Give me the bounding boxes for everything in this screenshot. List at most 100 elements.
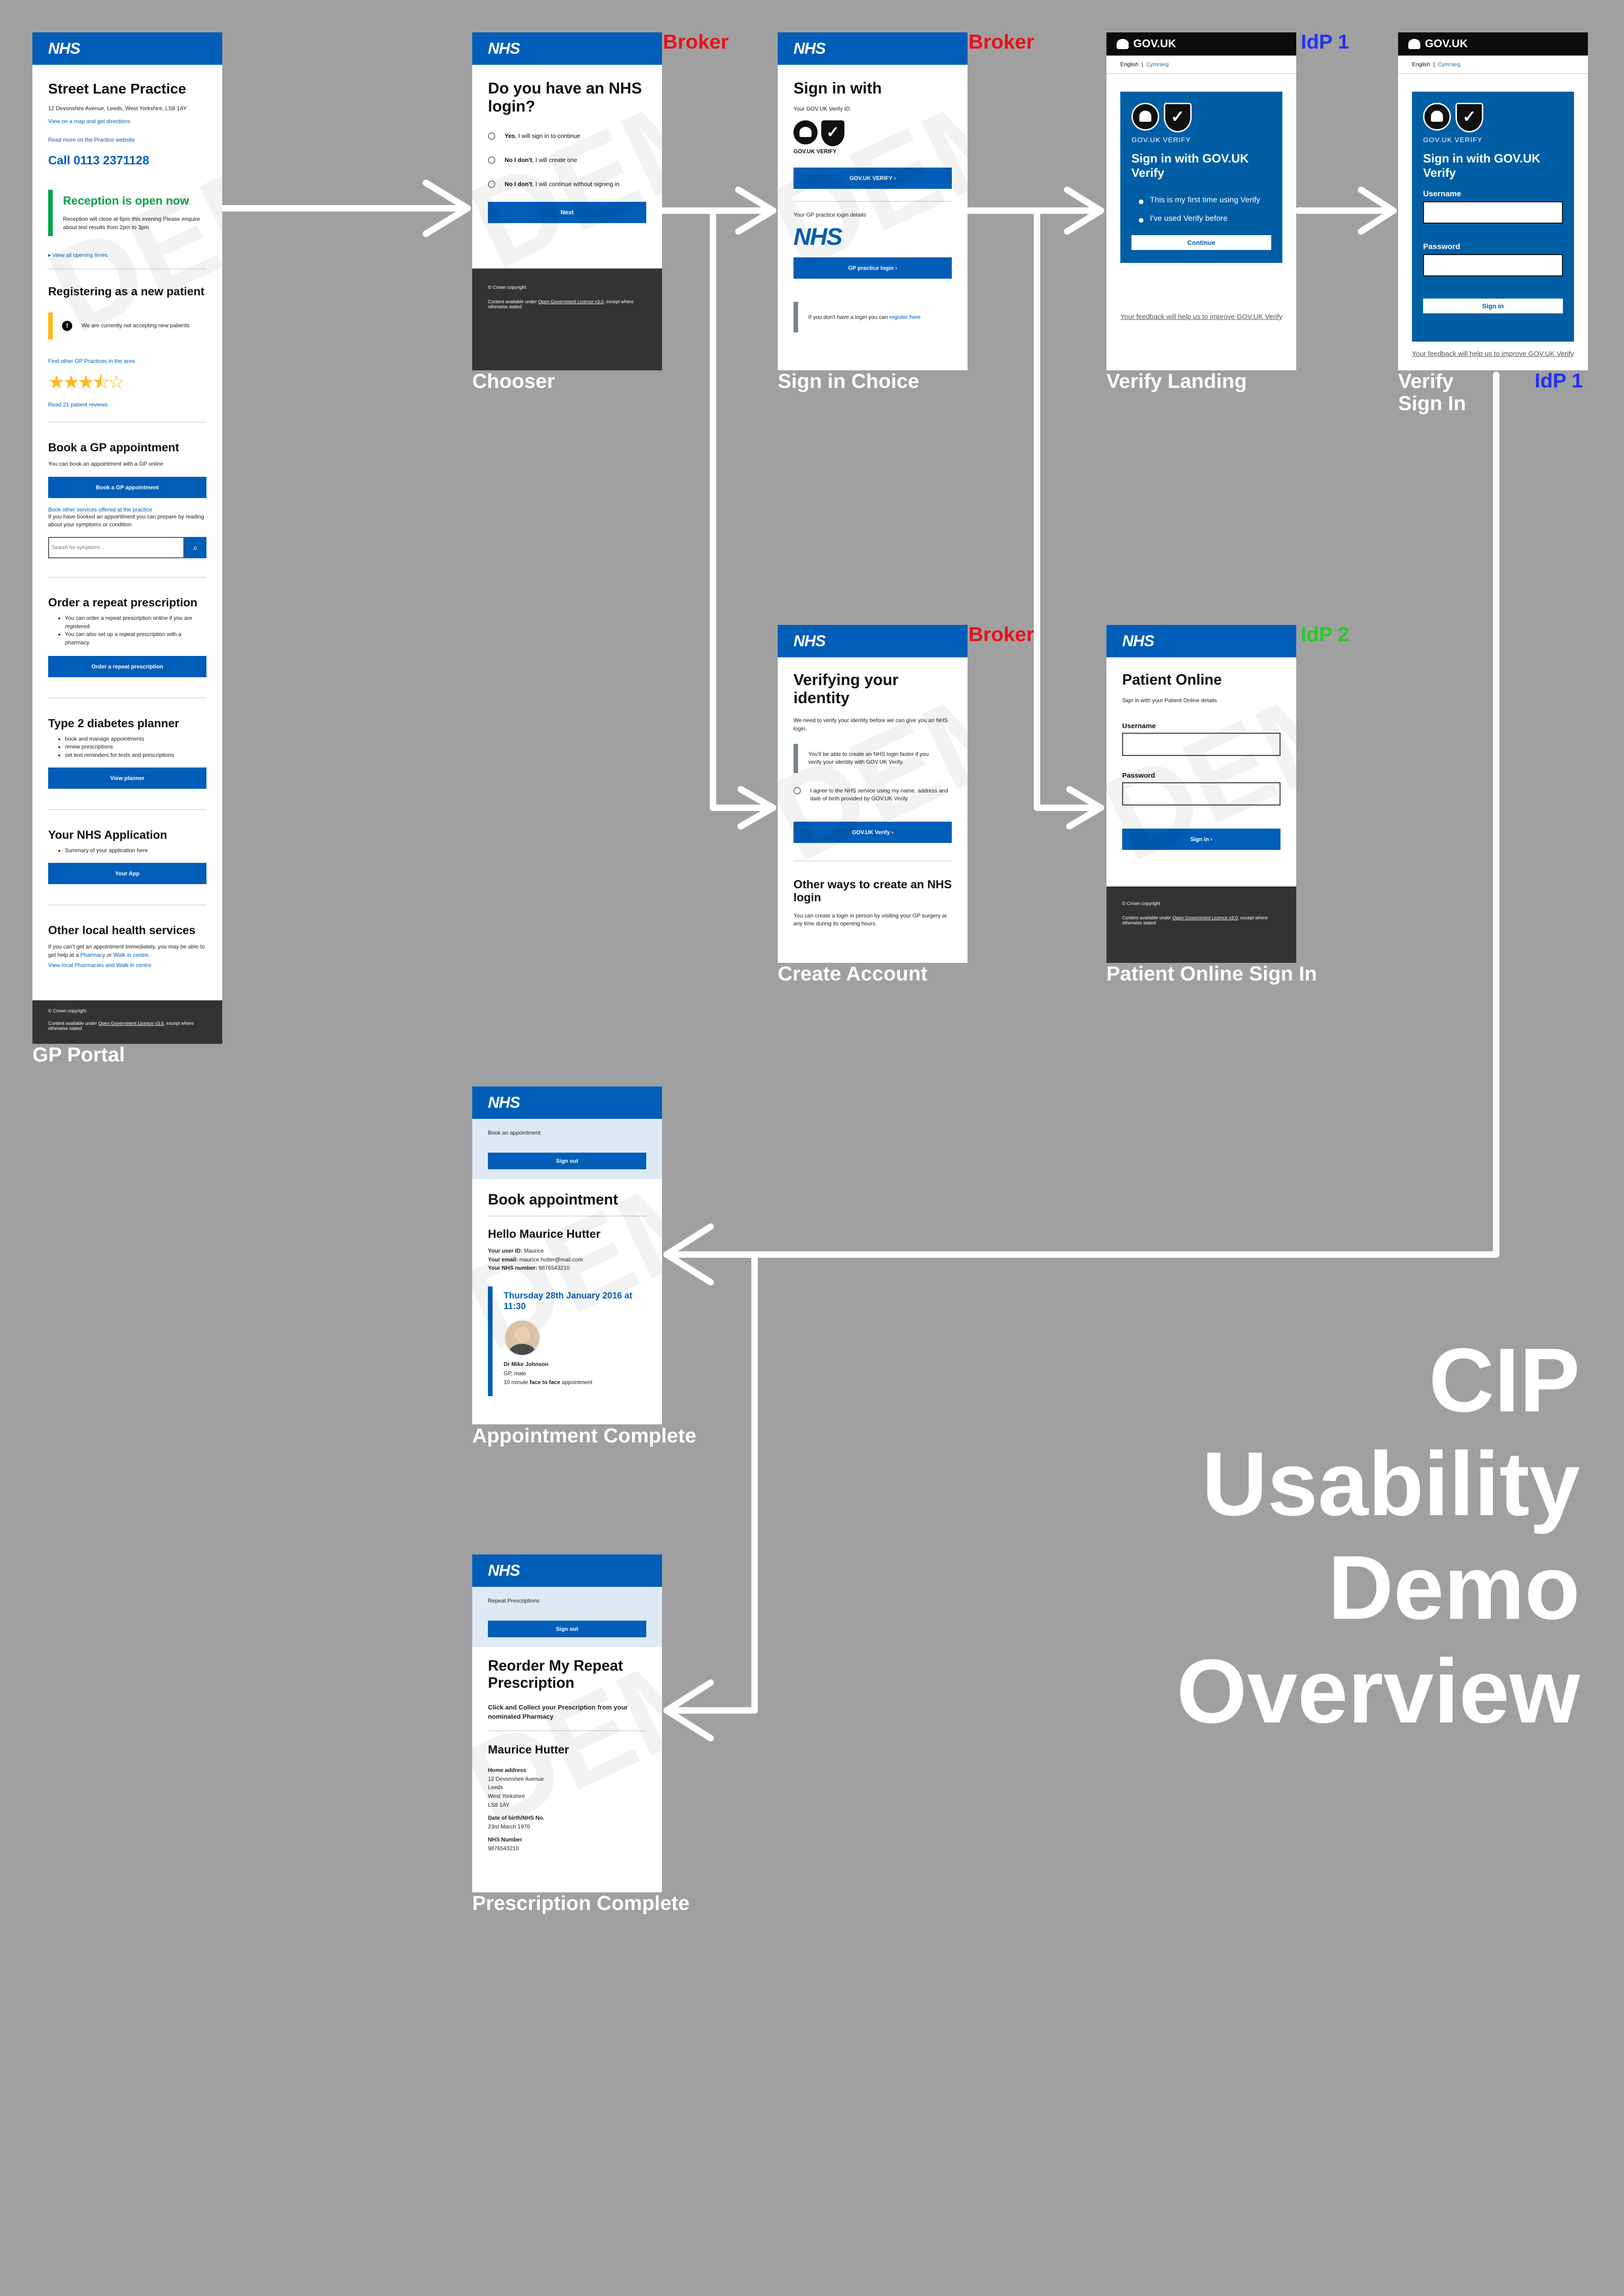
- option-first-time[interactable]: This is my first time using Verify: [1120, 187, 1282, 206]
- repeat-heading: Order a repeat prescription: [48, 596, 198, 610]
- username-input[interactable]: [1122, 733, 1280, 756]
- bar-text: Book an appointment: [488, 1129, 541, 1136]
- search-icon[interactable]: ⌕: [184, 537, 206, 559]
- option-create[interactable]: No I don't, I will create one: [488, 156, 646, 164]
- chooser-title: Do you have an NHS login?: [488, 80, 642, 116]
- checkbox-icon[interactable]: [793, 786, 801, 794]
- tag-broker-sign-in: Broker: [968, 31, 1034, 53]
- option-used-before[interactable]: I've used Verify before: [1120, 206, 1282, 225]
- consent-checkbox[interactable]: I agree to the NHS service using my name…: [793, 786, 952, 803]
- radio-icon[interactable]: [488, 181, 495, 188]
- phone-link[interactable]: Call 0113 2371128: [48, 153, 150, 168]
- footer-copyright: © Crown copyright: [488, 285, 526, 290]
- list-item: renew prescriptions: [65, 743, 206, 751]
- symptom-search-input[interactable]: [48, 537, 184, 559]
- license-link[interactable]: Open Government Licence v3.0: [538, 299, 604, 305]
- feedback-link[interactable]: Your feedback will help us to improve GO…: [1412, 350, 1574, 358]
- map-link[interactable]: View on a map and get directions: [48, 118, 131, 125]
- lang-english[interactable]: English: [1412, 61, 1430, 68]
- username-label: Username: [1122, 722, 1156, 730]
- sign-out-button[interactable]: Sign out: [488, 1621, 646, 1638]
- diabetes-bullets: book and manage appointments renew presc…: [48, 735, 206, 759]
- license-link[interactable]: Open Government Licence v3.0: [1172, 916, 1238, 921]
- lang-welsh[interactable]: Cymraeg: [1146, 61, 1169, 68]
- password-label: Password: [1423, 242, 1461, 251]
- radio-icon[interactable]: [488, 132, 495, 140]
- radio-icon[interactable]: [488, 156, 495, 164]
- gp-portal-screen: DEMO NHS Street Lane Practice 12 Devonsh…: [32, 32, 222, 1044]
- continue-button[interactable]: Continue: [1131, 235, 1271, 250]
- verify-landing-screen: GOV.UK English | Cymraeg ✓ GOV.UK VERIFY…: [1106, 32, 1296, 370]
- gp-login-button[interactable]: GP practice login ›: [793, 257, 952, 279]
- opening-times-link[interactable]: ▸ View all opening times: [48, 252, 108, 259]
- reorder-title: Reorder My Repeat Prescription: [488, 1657, 623, 1691]
- patient-online-subtitle: Sign in with your Patient Online details: [1122, 697, 1217, 704]
- gp-footer: © Crown copyright Content available unde…: [32, 998, 222, 1044]
- arrow-to-prescription: [663, 1251, 758, 1714]
- nhs-logo[interactable]: NHS: [488, 1562, 520, 1579]
- walk-in-link[interactable]: Walk in centre: [113, 951, 149, 958]
- order-prescription-button[interactable]: Order a repeat prescription: [48, 655, 206, 677]
- verify-button[interactable]: GOV.UK VERIFY ›: [793, 168, 952, 189]
- next-button[interactable]: Next: [488, 202, 646, 224]
- reception-text: Reception will close at 6pm this evening…: [63, 216, 200, 231]
- lang-english[interactable]: English: [1120, 61, 1139, 68]
- nhs-header: NHS: [472, 1554, 662, 1587]
- register-link[interactable]: register here: [889, 313, 921, 320]
- account-bar: Repeat Prescriptions Sign out: [472, 1587, 662, 1647]
- list-item: Summary of your application here: [65, 847, 206, 855]
- other-services-link[interactable]: Book other services offered at the pract…: [48, 506, 152, 513]
- password-input[interactable]: [1122, 782, 1280, 806]
- option-yes[interactable]: Yes, I will sign in to continue: [488, 132, 646, 140]
- feedback-link[interactable]: Your feedback will help us to improve GO…: [1120, 313, 1282, 321]
- website-link[interactable]: Read more on the Practice website: [48, 137, 135, 144]
- other-practices-link[interactable]: Find other GP Practices in the area: [48, 358, 135, 365]
- address-line: Leeds: [488, 1784, 503, 1791]
- govuk-header: GOV.UK: [1398, 32, 1588, 56]
- nhs-logo[interactable]: NHS: [1122, 632, 1155, 650]
- password-input[interactable]: [1423, 254, 1563, 277]
- local-services-link[interactable]: View local Pharmacies and Walk in centre: [48, 962, 151, 969]
- tag-idp1-sign-in: IdP 1: [1535, 369, 1583, 392]
- nhs-logo[interactable]: NHS: [48, 40, 81, 57]
- reception-title: Reception is open now: [63, 194, 189, 208]
- nhs-logo[interactable]: NHS: [793, 40, 826, 57]
- tick-shield-icon: ✓: [821, 120, 844, 147]
- radio-icon[interactable]: [1139, 200, 1143, 205]
- nhs-header: NHS: [778, 625, 968, 657]
- list-item: book and manage appointments: [65, 735, 206, 743]
- sign-out-button[interactable]: Sign out: [488, 1153, 646, 1170]
- nhs-logo[interactable]: NHS: [488, 40, 520, 57]
- lang-welsh[interactable]: Cymraeg: [1437, 61, 1461, 68]
- nhs-header: NHS: [1106, 625, 1296, 657]
- license-link[interactable]: Open Government Licence v3.0: [98, 1021, 164, 1026]
- nhs-header: NHS: [472, 32, 662, 65]
- sign-in-choice-screen: DEMO NHS Sign in with Your GOV.UK Verify…: [778, 32, 968, 370]
- other-ways-heading: Other ways to create an NHS login: [793, 878, 952, 905]
- view-planner-button[interactable]: View planner: [48, 767, 206, 789]
- reception-panel: Reception is open now Reception will clo…: [48, 190, 206, 237]
- verify-title: Sign in with GOV.UK Verify: [1131, 151, 1249, 180]
- chevron-right-icon: ›: [1210, 836, 1212, 843]
- book-appointment-button[interactable]: Book a GP appointment: [48, 476, 206, 498]
- sign-in-button[interactable]: Sign in ›: [1122, 829, 1280, 850]
- chevron-right-icon: ›: [895, 264, 897, 271]
- doctor-name: Dr Mike Johnson: [504, 1361, 549, 1368]
- pharmacy-link[interactable]: Pharmacy: [80, 951, 106, 958]
- radio-icon[interactable]: [1139, 218, 1143, 223]
- your-app-button[interactable]: Your App: [48, 863, 206, 885]
- reorder-subtitle: Click and Collect your Prescription from…: [488, 1703, 628, 1720]
- nhs-logo[interactable]: NHS: [793, 632, 826, 650]
- nhs-logo[interactable]: NHS: [488, 1094, 520, 1111]
- sign-in-button[interactable]: Sign in: [1423, 299, 1563, 314]
- caption-sign-in-choice: Sign in Choice: [778, 370, 919, 393]
- reviews-link[interactable]: Read 21 patient reviews: [48, 401, 108, 408]
- govuk-verify-button[interactable]: GOV.UK Verify ›: [793, 821, 952, 843]
- chooser-footer: © Crown copyright Content available unde…: [472, 268, 662, 370]
- appointment-duration: 10 minute face to face appointment: [504, 1379, 593, 1385]
- arrow-signin-to-patient: [1034, 207, 1104, 811]
- username-input[interactable]: [1423, 201, 1563, 224]
- repeat-bullets: You can order a repeat prescription onli…: [48, 614, 206, 647]
- option-without[interactable]: No I don't, I will continue without sign…: [488, 181, 646, 188]
